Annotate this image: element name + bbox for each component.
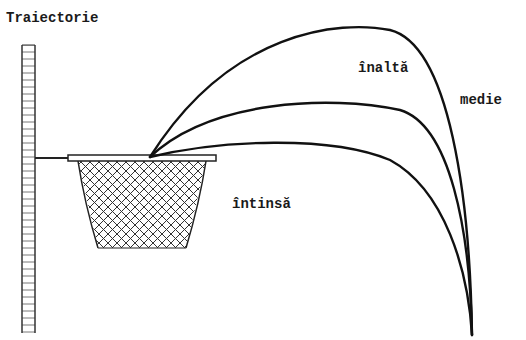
ball-trajectories xyxy=(150,27,472,335)
high-trajectory xyxy=(150,27,472,335)
trajectory-label: întinsă xyxy=(230,196,293,212)
hoop-net xyxy=(78,161,206,248)
diagram-title: Traiectorie xyxy=(4,10,100,26)
trajectory-label: înaltă xyxy=(356,60,410,76)
trajectory-label: medie xyxy=(458,92,504,108)
flat-trajectory xyxy=(150,143,472,335)
backboard xyxy=(22,45,35,333)
hoop-rim xyxy=(35,155,216,161)
medium-trajectory xyxy=(150,103,472,335)
